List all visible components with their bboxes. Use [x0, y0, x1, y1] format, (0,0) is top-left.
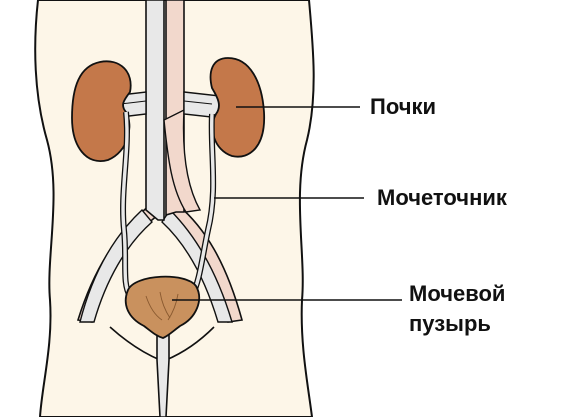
label-ureter: Мочеточник [377, 184, 507, 212]
label-kidneys: Почки [370, 93, 436, 121]
label-bladder-line2: пузырь [409, 310, 491, 338]
renal-vessels-right [184, 92, 220, 118]
kidney-left [72, 61, 131, 161]
urethra [157, 330, 169, 417]
label-bladder-line1: Мочевой [409, 280, 505, 308]
vena-cava [146, 0, 164, 220]
